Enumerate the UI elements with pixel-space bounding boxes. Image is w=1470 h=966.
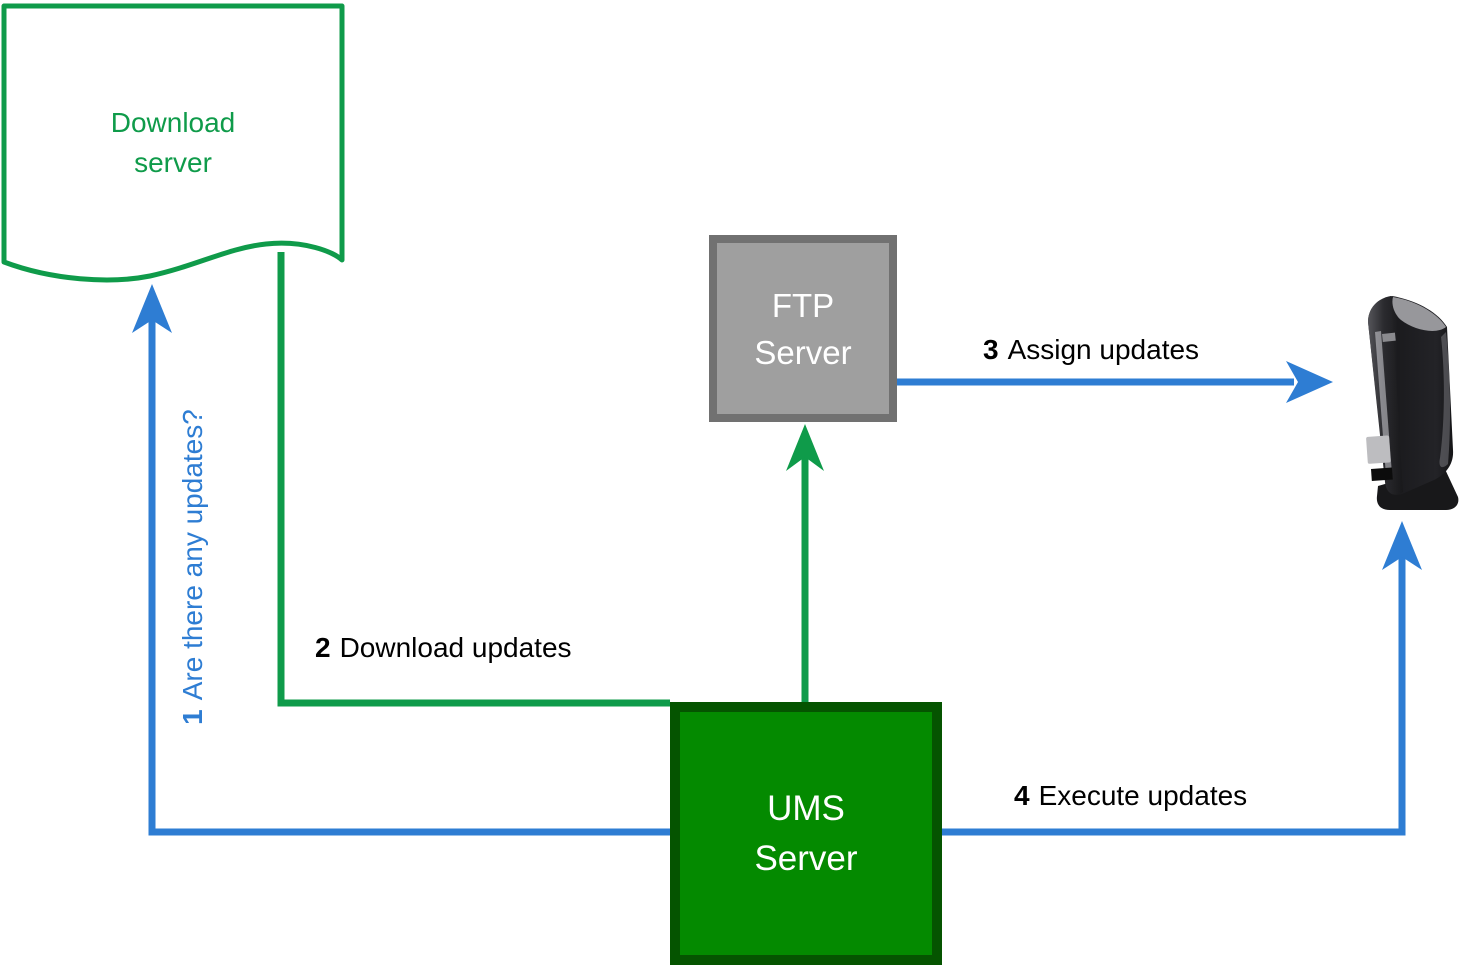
arrow-download-updates (277, 252, 670, 707)
step2-number: 2 (315, 632, 331, 663)
arrow-ums-to-ftp (786, 424, 824, 702)
thin-client-device (1366, 296, 1459, 510)
device-badge (1366, 435, 1391, 464)
device-logo-mark (1382, 332, 1396, 342)
step3-number: 3 (983, 334, 999, 365)
step1-number: 1 (177, 709, 208, 725)
ftp-server-label: FTP Server (754, 286, 852, 371)
ftp-server-node: FTP Server (709, 235, 897, 422)
download-server-node (1, 3, 345, 283)
device-side-sheen (1439, 332, 1451, 468)
step1-text: Are there any updates? (177, 409, 208, 701)
step1-label: 1 Are there any updates? (176, 382, 210, 752)
step2-label: 2 Download updates (315, 631, 572, 665)
step2-text: Download updates (339, 632, 572, 663)
ums-server-node: UMS Server (670, 702, 942, 965)
device-top-sheen (1392, 297, 1446, 331)
step4-text: Execute updates (1038, 780, 1248, 811)
arrow-execute-updates (942, 521, 1422, 836)
arrow-assign-updates (897, 361, 1333, 403)
device-slot (1370, 467, 1393, 481)
step3-label: 3 Assign updates (983, 333, 1199, 367)
step3-text: Assign updates (1007, 334, 1200, 365)
step4-number: 4 (1014, 780, 1030, 811)
ums-server-label: UMS Server (754, 788, 858, 878)
download-server-label: Download server (110, 107, 236, 178)
arrow-are-there-any-updates (132, 284, 670, 836)
step4-label: 4 Execute updates (1014, 779, 1247, 813)
